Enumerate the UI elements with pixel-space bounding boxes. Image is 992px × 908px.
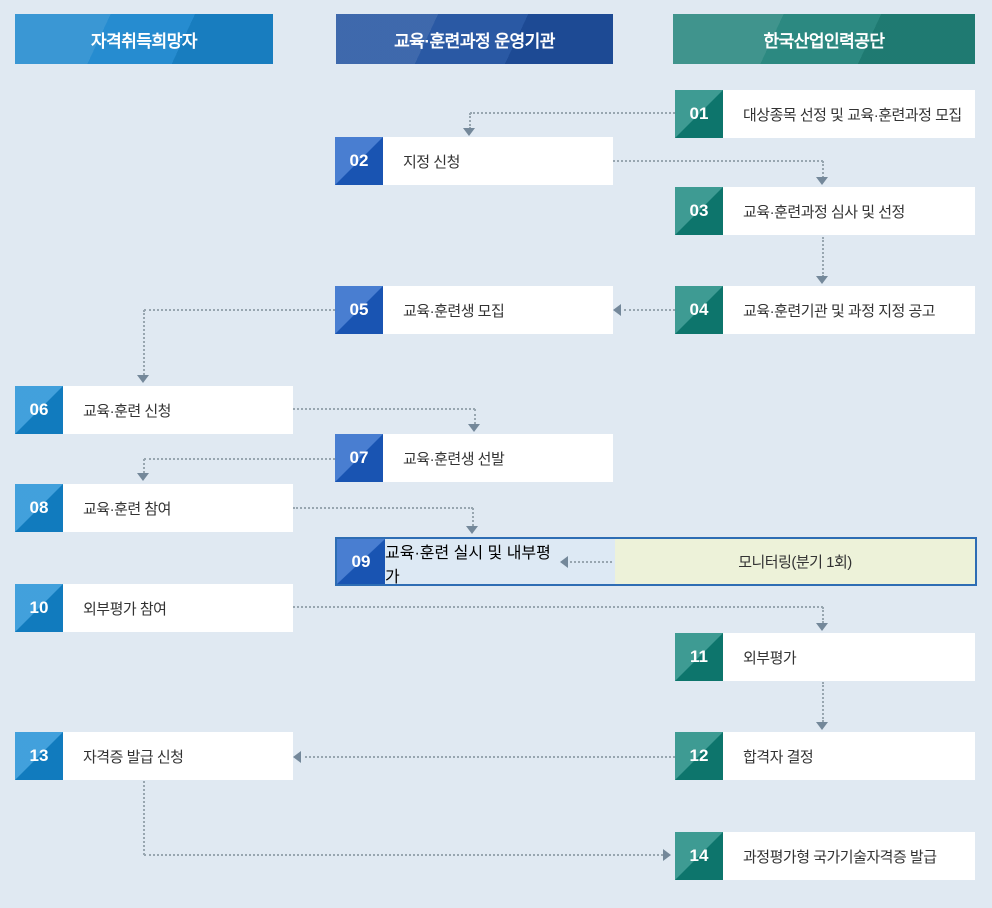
step-11: 11 외부평가: [675, 633, 975, 681]
connector-06-07-line: [293, 408, 475, 410]
arrow-down-icon: [137, 473, 149, 481]
step-02-number: 02: [349, 151, 369, 170]
connector-05-06-line: [143, 310, 145, 375]
step-07: 07 교육·훈련생 선발: [335, 434, 613, 482]
step-13: 13 자격증 발급 신청: [15, 732, 293, 780]
step-04-label: 교육·훈련기관 및 과정 지정 공고: [723, 286, 975, 334]
step-10-label: 외부평가 참여: [63, 584, 293, 632]
connector-01-02-line: [470, 112, 675, 114]
step-06-number-badge: 06: [15, 386, 63, 434]
step-01-number-badge: 01: [675, 90, 723, 138]
step-12-number-badge: 12: [675, 732, 723, 780]
column-header-operator: 교육·훈련과정 운영기관: [336, 14, 613, 64]
connector-13-14-line: [143, 781, 145, 855]
connector-08-09-line: [293, 507, 473, 509]
step-07-number-badge: 07: [335, 434, 383, 482]
dotted-line: [570, 560, 612, 563]
step-03-number-badge: 03: [675, 187, 723, 235]
connector-08-09-line: [472, 508, 474, 526]
step-13-number-badge: 13: [15, 732, 63, 780]
step-07-label: 교육·훈련생 선발: [383, 434, 613, 482]
step-03-label: 교육·훈련과정 심사 및 선정: [723, 187, 975, 235]
connector-12-13-line: [305, 756, 675, 758]
connector-10-11-line: [822, 607, 824, 623]
column-header-hrdk-label: 한국산업인력공단: [763, 31, 885, 51]
column-header-operator-label: 교육·훈련과정 운영기관: [394, 31, 555, 51]
step-01-label: 대상종목 선정 및 교육·훈련과정 모집: [723, 90, 975, 138]
step-09-number: 09: [351, 551, 371, 571]
connector-10-11-line: [293, 606, 823, 608]
arrow-down-icon: [468, 424, 480, 432]
step-03-number: 03: [689, 201, 709, 220]
step-06: 06 교육·훈련 신청: [15, 386, 293, 434]
step-12-label: 합격자 결정: [723, 732, 975, 780]
step-01: 01 대상종목 선정 및 교육·훈련과정 모집: [675, 90, 975, 138]
step-04: 04 교육·훈련기관 및 과정 지정 공고: [675, 286, 975, 334]
arrow-down-icon: [816, 722, 828, 730]
connector-05-06-line: [144, 309, 335, 311]
step-06-label: 교육·훈련 신청: [63, 386, 293, 434]
column-header-hrdk: 한국산업인력공단: [673, 14, 975, 64]
step-07-number: 07: [349, 448, 369, 467]
column-header-applicant-label: 자격취득희망자: [91, 31, 197, 51]
connector-11-12-line: [822, 682, 824, 722]
step-12: 12 합격자 결정: [675, 732, 975, 780]
step-09-label: 교육·훈련 실시 및 내부평가: [385, 545, 551, 586]
connector-07-08-line: [144, 458, 335, 460]
connector-04-05-line: [624, 309, 675, 311]
arrow-down-icon: [816, 623, 828, 631]
step-05-label: 교육·훈련생 모집: [383, 286, 613, 334]
monitoring-feedback-connector: [557, 539, 615, 584]
step-09: 09 교육·훈련 실시 및 내부평가 모니터링(분기 1회): [335, 537, 977, 586]
step-13-number: 13: [29, 746, 49, 765]
step-12-number: 12: [689, 746, 709, 765]
step-14-number: 14: [689, 846, 709, 865]
step-10: 10 외부평가 참여: [15, 584, 293, 632]
connector-02-03-line: [613, 160, 823, 162]
step-05-number: 05: [349, 300, 369, 319]
step-08-label: 교육·훈련 참여: [63, 484, 293, 532]
step-05: 05 교육·훈련생 모집: [335, 286, 613, 334]
step-13-label: 자격증 발급 신청: [63, 732, 293, 780]
connector-02-03-line: [822, 161, 824, 178]
step-04-number: 04: [689, 300, 709, 319]
monitoring-box: 모니터링(분기 1회): [615, 539, 975, 584]
step-14-number-badge: 14: [675, 832, 723, 880]
arrow-down-icon: [816, 276, 828, 284]
arrow-left-icon: [613, 304, 621, 316]
step-08-number: 08: [29, 498, 49, 517]
arrow-left-icon: [293, 751, 301, 763]
arrow-down-icon: [466, 526, 478, 534]
step-11-label: 외부평가: [723, 633, 975, 681]
step-03: 03 교육·훈련과정 심사 및 선정: [675, 187, 975, 235]
column-header-applicant: 자격취득희망자: [15, 14, 273, 64]
arrow-down-icon: [463, 128, 475, 136]
step-08: 08 교육·훈련 참여: [15, 484, 293, 532]
step-06-number: 06: [29, 400, 49, 419]
connector-01-02-line: [469, 113, 471, 129]
step-11-number: 11: [690, 647, 708, 666]
connector-03-04-line: [822, 237, 824, 277]
step-09-number-badge: 09: [337, 539, 385, 584]
connector-06-07-line: [474, 409, 476, 424]
step-10-number-badge: 10: [15, 584, 63, 632]
step-10-number: 10: [29, 598, 49, 617]
step-08-number-badge: 08: [15, 484, 63, 532]
connector-13-14-line: [144, 854, 663, 856]
step-02-number-badge: 02: [335, 137, 383, 185]
step-14-label: 과정평가형 국가기술자격증 발급: [723, 832, 975, 880]
step-02: 02 지정 신청: [335, 137, 613, 185]
step-01-number: 01: [689, 104, 709, 123]
step-05-number-badge: 05: [335, 286, 383, 334]
step-04-number-badge: 04: [675, 286, 723, 334]
arrow-right-icon: [663, 849, 671, 861]
step-02-label: 지정 신청: [383, 137, 613, 185]
arrow-down-icon: [137, 375, 149, 383]
connector-07-08-line: [143, 459, 145, 473]
step-11-number-badge: 11: [675, 633, 723, 681]
arrow-down-icon: [816, 177, 828, 185]
step-14: 14 과정평가형 국가기술자격증 발급: [675, 832, 975, 880]
arrow-left-icon: [560, 555, 568, 568]
